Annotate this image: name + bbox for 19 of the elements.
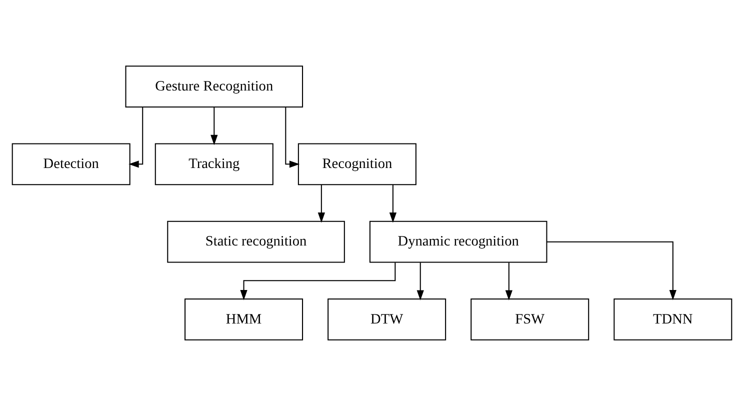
node-box: FSW xyxy=(470,298,590,340)
arrow xyxy=(416,262,424,300)
node-box: DTW xyxy=(328,298,446,340)
node-box: Recognition xyxy=(298,142,416,185)
arrow xyxy=(128,106,144,168)
node-box: Dynamic recognition xyxy=(369,220,548,262)
node-box: HMM xyxy=(184,298,304,340)
node-box: Detection xyxy=(12,142,130,185)
node-box: Static recognition xyxy=(167,220,345,262)
arrow xyxy=(389,184,397,222)
node-box: TDNN xyxy=(614,298,732,340)
arrow xyxy=(505,262,512,300)
arrow xyxy=(546,240,676,300)
arrow xyxy=(210,106,218,145)
arrow xyxy=(285,106,300,168)
node-box: Gesture Recognition xyxy=(125,65,304,107)
arrow xyxy=(318,184,325,222)
arrow xyxy=(240,262,396,300)
node-box: Tracking xyxy=(154,142,274,185)
